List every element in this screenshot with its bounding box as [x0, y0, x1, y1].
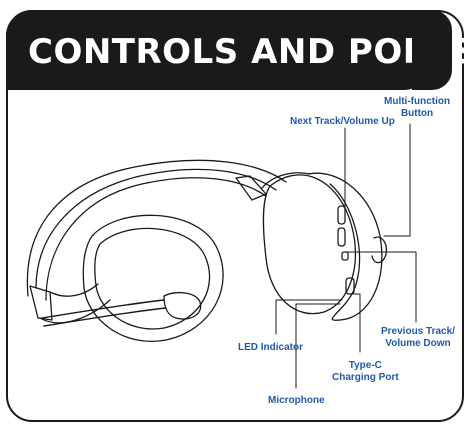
multifunction-knob: [371, 236, 388, 264]
left-earcup-inner: [94, 227, 211, 330]
previous-track-line1: Previous Track/: [381, 326, 455, 337]
headband-inner: [45, 177, 267, 301]
headband-outer: [26, 159, 287, 297]
multifunction-line2: Button: [400, 108, 434, 119]
previous-track-label: Previous Track/ Volume Down: [381, 326, 455, 350]
boom-mic-tip: [163, 291, 202, 320]
type-c-line2: Charging Port: [332, 372, 399, 383]
title-bar: CONTROLS AND PORTS: [6, 10, 474, 90]
callout-lines: [275, 123, 417, 389]
type-c-port-label: Type-C Charging Port: [332, 360, 399, 384]
led-indicator-label: LED Indicator: [238, 342, 304, 353]
multifunction-button-label: Multi-function Button: [384, 96, 450, 120]
right-yoke: [261, 172, 311, 189]
leader-microphone: [295, 303, 341, 389]
headband-slider-left: [29, 285, 53, 321]
right-earcup-shell: [307, 172, 383, 321]
type-c-line1: Type-C: [348, 360, 382, 371]
page-title: CONTROLS AND PORTS: [28, 32, 474, 72]
headband-padding: [35, 168, 277, 289]
led-window: [341, 251, 349, 261]
multifunction-line1: Multi-function: [384, 96, 451, 107]
volume-down-button: [337, 227, 346, 247]
microphone-label: Microphone: [268, 395, 325, 406]
boom-mic: [41, 299, 165, 319]
previous-track-line2: Volume Down: [385, 338, 451, 349]
right-earcup-cushion: [262, 174, 357, 315]
next-track-button: [337, 205, 346, 225]
leader-previous-track: [344, 251, 417, 323]
left-earcup-outer: [82, 214, 224, 342]
leader-led: [275, 299, 343, 335]
leader-type-c: [349, 293, 361, 353]
leader-multifunction: [383, 123, 411, 237]
next-track-label: Next Track/Volume Up: [290, 116, 395, 127]
